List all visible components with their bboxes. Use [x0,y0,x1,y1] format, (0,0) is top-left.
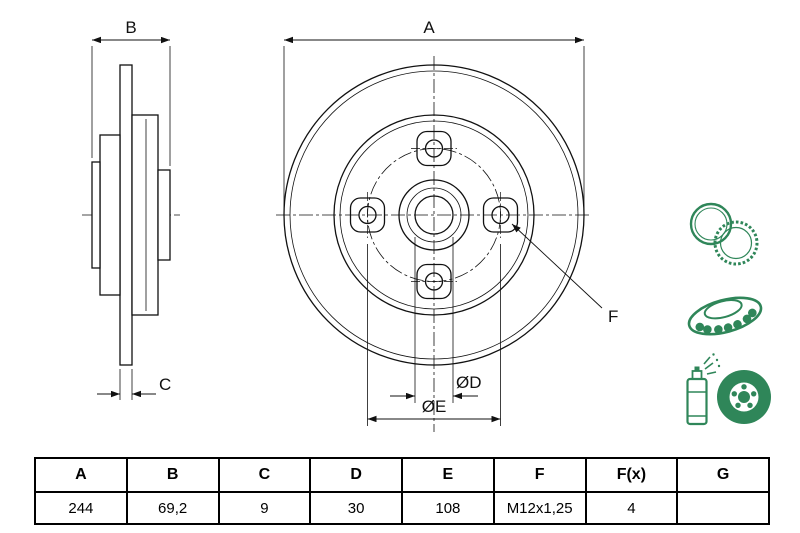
dimension-spec-table: A B C D E F F(x) G 244 69,2 9 30 108 M12… [34,457,770,525]
wheel-bearing-icon [687,296,763,336]
spec-value-a: 244 [34,491,128,525]
abs-ring-icon [689,202,759,266]
disc-outer-circle [283,64,585,366]
spec-value-f: M12x1,25 [492,491,587,525]
spec-header-g: G [676,457,770,493]
dim-label-b: B [125,18,136,37]
bearing-cap-section [91,161,101,269]
wheel-pilot-section [157,169,171,261]
front-view: F [276,56,618,432]
lubricant-spray-icon [686,353,721,426]
dim-label-c: C [159,375,171,394]
dimension-dia-e: ØE [367,244,501,426]
spec-value-fx: 4 [584,491,679,525]
dimension-dia-d: ØD [390,237,482,403]
side-view [82,64,180,366]
dimension-c: C [97,369,171,400]
spec-header-b: B [125,457,220,493]
bolt-hole-left [349,192,386,238]
bolt-hole-top [411,130,457,167]
spec-header-c: C [217,457,312,493]
spec-header-row: A B C D E F F(x) G [34,457,770,493]
hub-flange-outer-circle [333,114,535,316]
bearing-housing-section [99,134,121,296]
bolt-hole-bottom [411,263,457,300]
dimension-b: B [91,18,171,166]
leader-line-f [511,223,603,309]
dim-label-a: A [423,18,435,37]
dimension-a: A [283,18,585,210]
dim-label-f: F [608,307,618,326]
bolt-hole-right [482,192,519,238]
disc-inner-edge-circle [289,70,579,360]
hub-bearing-mid-circle [406,187,462,243]
spec-value-c: 9 [217,491,312,525]
spec-header-a: A [34,457,128,493]
hub-flange-section [131,114,159,316]
center-bore-circle [414,195,454,235]
spec-header-e: E [401,457,495,493]
spec-header-fx: F(x) [584,457,679,493]
hub-bearing-outer-circle [398,179,470,251]
spec-value-row: 244 69,2 9 30 108 M12x1,25 4 [34,491,770,525]
spec-value-e: 108 [401,491,495,525]
spec-value-d: 30 [309,491,403,525]
dim-label-dia-d: ØD [456,373,482,392]
brake-disc-icon [717,370,771,424]
spec-header-d: D [309,457,403,493]
spec-value-g [676,491,770,525]
brake-disc-drawing: F A B [82,18,771,432]
disc-plate-section [119,64,133,366]
spec-header-f: F [492,457,587,493]
spec-value-b: 69,2 [125,491,220,525]
hub-flange-inner-circle [339,120,529,310]
dim-label-dia-e: ØE [422,397,447,416]
